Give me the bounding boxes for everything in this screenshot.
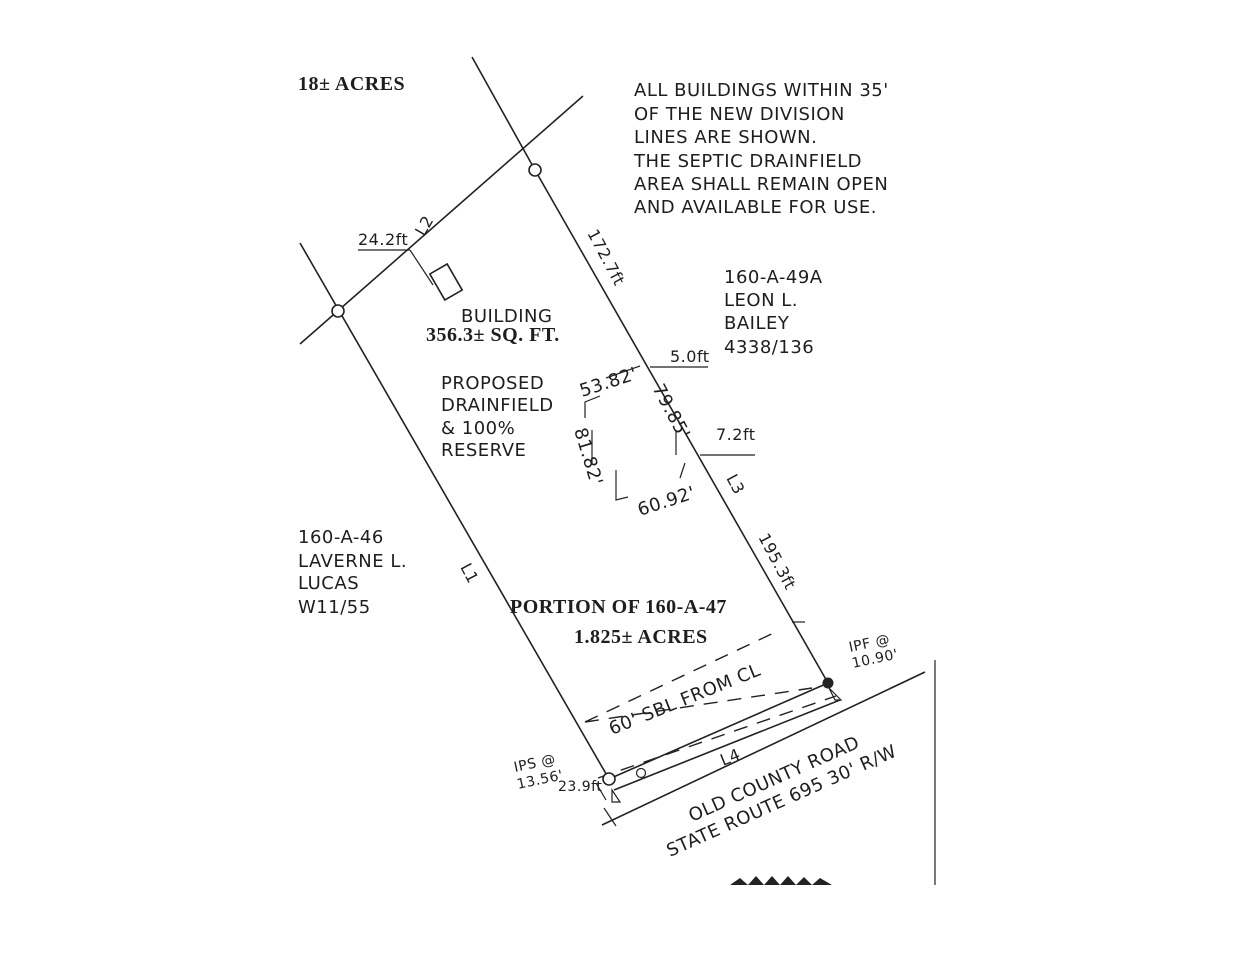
- line-label-l4: L4: [717, 745, 743, 770]
- iron-pin-found: [822, 677, 834, 689]
- adjoiner-right-parcel: 160-A-49A: [724, 267, 823, 288]
- drainfield-offset-top: 5.0ft: [670, 347, 710, 366]
- general-note-line-3: LINES ARE SHOWN.: [634, 127, 817, 148]
- top-left-acres: 18± ACRES: [298, 73, 405, 95]
- road-row-line-north: [613, 699, 841, 791]
- setback-line-lower: [597, 695, 837, 779]
- drainfield-label-2: DRAINFIELD: [441, 395, 554, 416]
- drainfield-outline: [584, 365, 686, 501]
- seal-ornament: [730, 876, 832, 885]
- road-marker-triangle: [828, 687, 843, 701]
- boundary-line-l2: [299, 95, 584, 345]
- drainfield-dim-top: 53.82': [577, 363, 640, 401]
- building-setback-label: 24.2ft: [358, 230, 408, 249]
- boundary-line-upper-extension: [471, 56, 536, 171]
- pin-marker-small: [635, 767, 647, 779]
- corner-offset-label: 23.9ft: [558, 779, 602, 795]
- drainfield-offset-side: 7.2ft: [716, 425, 756, 444]
- adjoiner-left-parcel: 160-A-46: [298, 527, 384, 548]
- road-tick: [595, 782, 607, 801]
- segment-length-upper: 172.7ft: [583, 226, 628, 289]
- adjoiner-right-name-1: LEON L.: [724, 290, 798, 311]
- drainfield-label-3: & 100%: [441, 418, 515, 439]
- corner-monument-sw: [602, 772, 616, 786]
- general-note-line-2: OF THE NEW DIVISION: [634, 104, 845, 125]
- general-note-line-1: ALL BUILDINGS WITHIN 35': [634, 80, 889, 101]
- building-footprint: [428, 262, 464, 302]
- general-note-line-4: THE SEPTIC DRAINFIELD: [633, 151, 862, 172]
- adjoiner-right-deed: 4338/136: [724, 337, 814, 358]
- adjoiner-left-deed: W11/55: [298, 597, 371, 618]
- adjoiner-right-name-2: BAILEY: [724, 313, 790, 334]
- line-label-l2: L2: [411, 212, 438, 239]
- drainfield-label-4: RESERVE: [441, 440, 526, 461]
- setback-line-label: 60' SBL FROM CL: [606, 660, 764, 740]
- corner-monument-ne: [528, 163, 542, 177]
- line-label-l1: L1: [456, 560, 482, 587]
- setback-line-cross: [584, 629, 781, 723]
- drainfield-dim-bottom: 60.92': [635, 482, 698, 520]
- boundary-line-l3: [534, 169, 829, 684]
- segment-length-lower: 195.3ft: [754, 530, 799, 593]
- road-row-line-south: [601, 671, 926, 826]
- general-note-line-6: AND AVAILABLE FOR USE.: [634, 197, 877, 218]
- road-marker-triangle: [611, 788, 622, 803]
- line-label-l3: L3: [722, 471, 748, 498]
- parcel-acres: 1.825± ACRES: [574, 626, 708, 648]
- drainfield-dim-left: 81.82': [569, 425, 606, 488]
- parcel-name: PORTION OF 160-A-47: [510, 596, 727, 618]
- road-tick: [603, 807, 617, 827]
- building-area: 356.3± SQ. FT.: [426, 324, 560, 346]
- adjoiner-left-name-2: LUCAS: [298, 573, 359, 594]
- drainfield-label-1: PROPOSED: [441, 373, 544, 394]
- building-setback-leader: [409, 249, 434, 286]
- adjoiner-left-name-1: LAVERNE L.: [298, 551, 407, 572]
- general-note-line-5: AREA SHALL REMAIN OPEN: [634, 174, 888, 195]
- boundary-line-l1: [299, 242, 610, 780]
- corner-monument-nw: [331, 304, 345, 318]
- drainfield-dim-right: 79.85': [648, 380, 694, 442]
- boundary-line-l4: [608, 682, 829, 780]
- building-label: BUILDING: [461, 306, 552, 327]
